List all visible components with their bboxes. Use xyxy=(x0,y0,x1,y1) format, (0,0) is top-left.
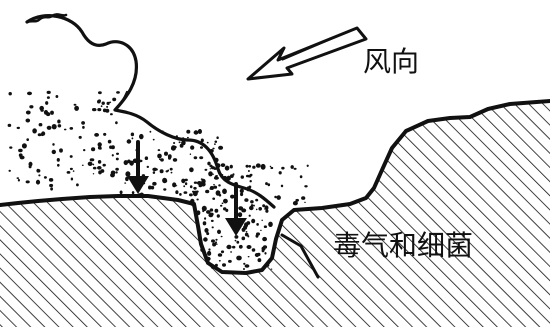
down-arrow-icon xyxy=(225,182,247,236)
label-leader-line xyxy=(280,233,320,279)
depression-particles xyxy=(211,232,268,268)
wind-direction-label: 风向 xyxy=(363,45,420,78)
cloud-outline xyxy=(25,14,276,209)
stippled-particles xyxy=(7,90,309,270)
hollow-arrow-icon xyxy=(246,26,368,81)
down-arrow-icon xyxy=(127,140,149,194)
cloud-detail-1 xyxy=(25,13,68,24)
cloud-detail-2 xyxy=(114,90,129,111)
toxic-gas-label: 毒气和细菌 xyxy=(333,229,474,262)
